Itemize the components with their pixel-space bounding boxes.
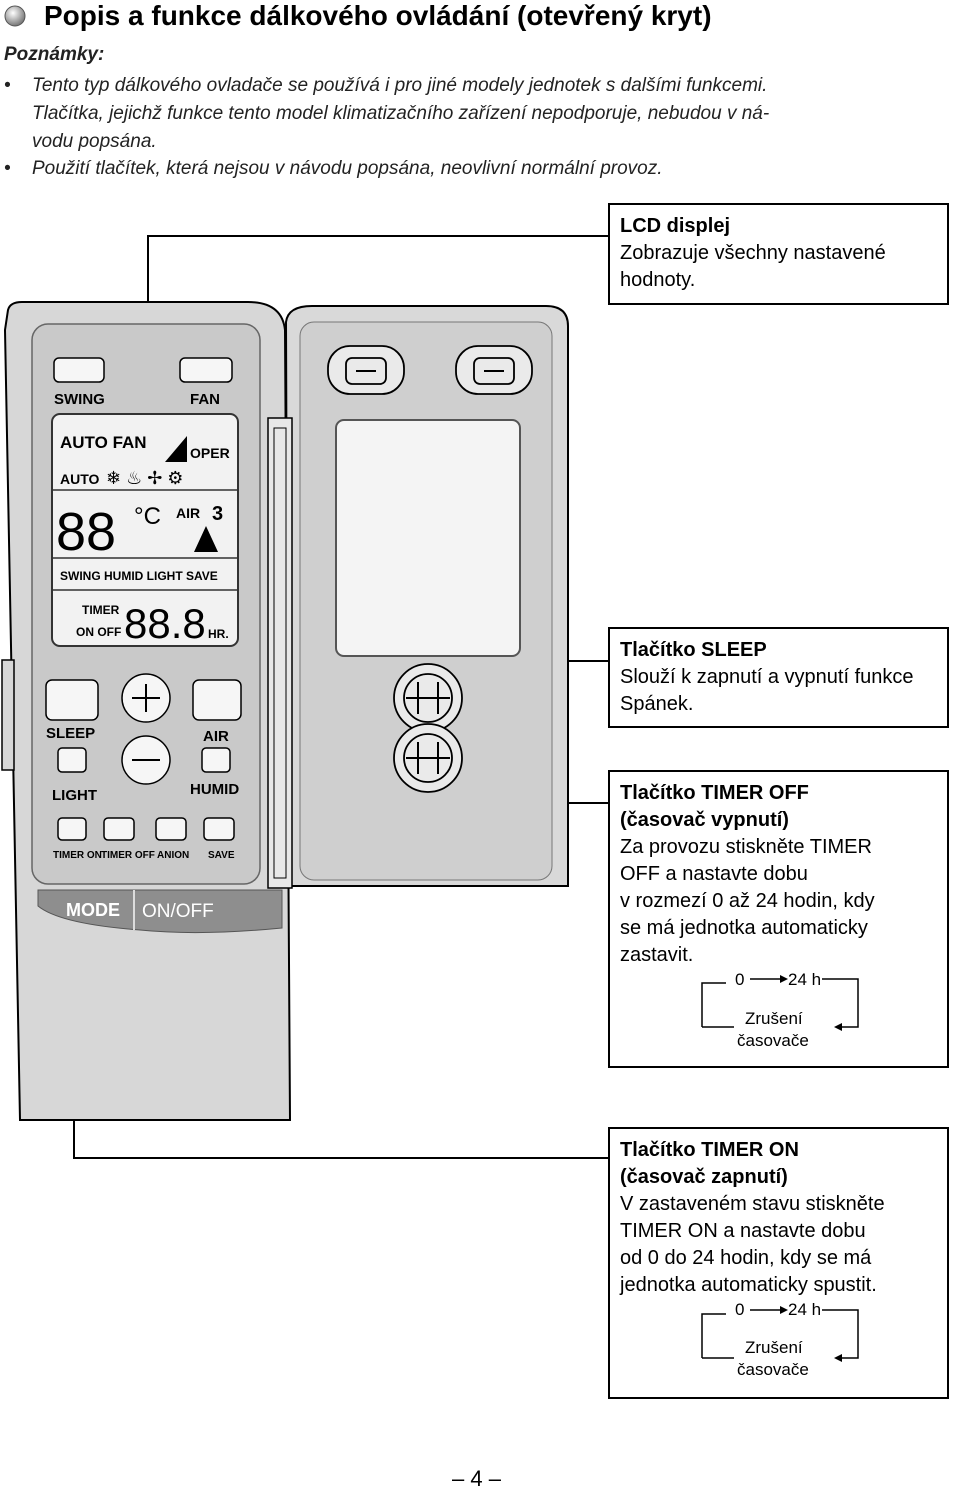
- lcd-air-level: 3: [212, 503, 223, 525]
- mode-onoff-bar: [37, 889, 283, 934]
- timer-off-end: 24 h: [788, 970, 822, 989]
- timer-on-end: 24 h: [788, 1300, 822, 1319]
- lcd-timer-value: 88.8: [124, 600, 206, 647]
- note-1: • Tento typ dálkového ovladače se použív…: [4, 75, 770, 152]
- lcd-row-labels: SWING HUMID LIGHT SAVE: [60, 569, 218, 583]
- timer-off-cancel-2: časovače: [737, 1031, 809, 1050]
- timer-off-cycle-diagram: [701, 975, 859, 1031]
- timer-on-label: TIMER ON: [53, 850, 102, 861]
- timer-on-button: [57, 817, 87, 841]
- humid-button: [201, 747, 231, 773]
- notes-heading: Poznámky:: [4, 44, 105, 65]
- lcd-temp: 88: [56, 502, 116, 562]
- sleep-button: [45, 679, 99, 721]
- timer-off-label: TIMER OFF: [101, 850, 155, 861]
- tree-icon: [194, 526, 218, 552]
- timer-off-cancel-1: Zrušení: [745, 1009, 803, 1028]
- cover-window: [335, 419, 521, 657]
- fan-button: [179, 357, 233, 383]
- save-label: SAVE: [208, 850, 235, 861]
- lcd-oper: OPER: [190, 445, 230, 461]
- humid-label: HUMID: [190, 781, 239, 798]
- lcd-display: [51, 413, 239, 647]
- page-title: Popis a funkce dálkového ovládání (otevř…: [44, 0, 712, 31]
- anion-button: [155, 817, 187, 841]
- light-label: LIGHT: [52, 787, 97, 804]
- air-button: [192, 679, 242, 721]
- air-label: AIR: [203, 728, 229, 745]
- page-number: – 4 –: [452, 1466, 501, 1491]
- sleep-label: SLEEP: [46, 725, 95, 742]
- timer-off-button: [103, 817, 135, 841]
- section-bullet-icon: [4, 5, 26, 27]
- timer-on-start: 0: [735, 1300, 745, 1319]
- anion-label: ANION: [157, 850, 189, 861]
- lcd-mode-icons: ❄ ♨ ✢ ⚙: [106, 468, 183, 488]
- swing-label: SWING: [54, 391, 105, 408]
- remote-illustration: AUTO FAN OPER AUTO ❄ ♨ ✢ ⚙ 88 °C AIR 3 S…: [1, 235, 608, 1159]
- timer-on-cancel-1: Zrušení: [745, 1338, 803, 1357]
- timer-off-start: 0: [735, 970, 745, 989]
- swing-button: [53, 357, 105, 383]
- callout-sleep: Tlačítko SLEEP Slouží k zapnutí a vypnut…: [608, 627, 949, 728]
- note-2: • Použití tlačítek, která nejsou v návod…: [4, 158, 663, 179]
- light-button: [57, 747, 87, 773]
- lcd-onoff: ON OFF: [76, 625, 121, 639]
- lcd-air: AIR: [176, 505, 200, 521]
- callout-timer-on: Tlačítko TIMER ON (časovač zapnutí) V za…: [608, 1127, 949, 1399]
- fan-label: FAN: [190, 391, 220, 408]
- save-button: [203, 817, 235, 841]
- mode-label: MODE: [66, 900, 120, 920]
- callout-lcd: LCD displej Zobrazuje všechny nastavené …: [608, 203, 949, 305]
- lcd-timer: TIMER: [82, 603, 120, 617]
- lcd-auto: AUTO: [60, 471, 100, 487]
- timer-on-cancel-2: časovače: [737, 1360, 809, 1379]
- lcd-auto-fan: AUTO FAN: [60, 433, 147, 452]
- callout-timer-off: Tlačítko TIMER OFF (časovač vypnutí) Za …: [608, 770, 949, 1068]
- lcd-hr: HR.: [208, 627, 229, 641]
- lcd-celsius: °C: [134, 503, 161, 530]
- onoff-label: ON/OFF: [142, 901, 214, 922]
- timer-on-cycle-diagram: [701, 1306, 859, 1362]
